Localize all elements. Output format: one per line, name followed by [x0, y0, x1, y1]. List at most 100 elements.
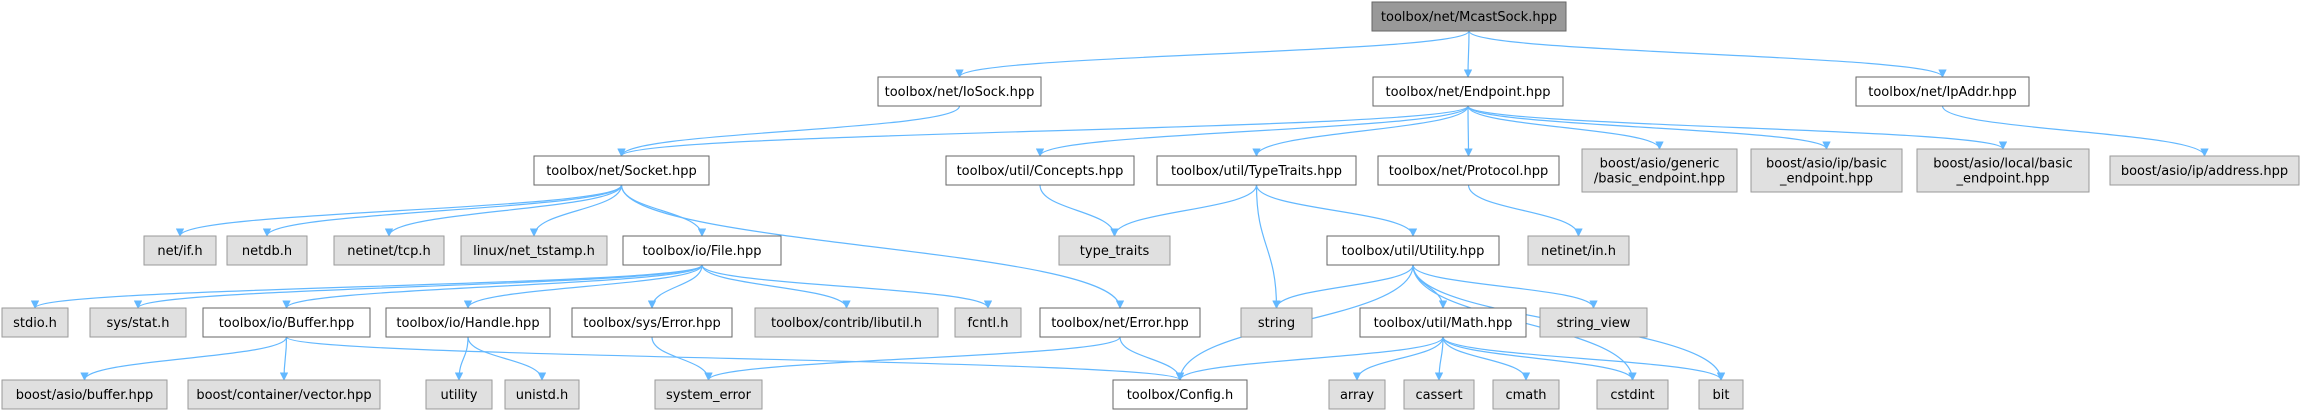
node-box	[945, 155, 1135, 186]
edge-mcast-to-endpoint	[1463, 30, 1473, 78]
edge-socket-to-file	[620, 184, 707, 237]
node-label: string_view	[1557, 316, 1631, 331]
node-box	[877, 76, 1042, 107]
node-label: toolbox/net/Endpoint.hpp	[1386, 85, 1551, 100]
node-box	[1, 379, 168, 410]
node-file[interactable]: toolbox/io/File.hpp	[622, 235, 782, 266]
node-label: toolbox/net/Protocol.hpp	[1389, 164, 1548, 179]
node-label: toolbox/io/File.hpp	[642, 244, 761, 259]
node-label: linux/net_tstamp.h	[473, 244, 595, 259]
node-label: toolbox/util/TypeTraits.hpp	[1171, 164, 1342, 179]
edge-file-to-syserror	[647, 264, 703, 309]
edge-endpoint-to-typetraits_hpp	[1252, 105, 1469, 157]
node-box	[226, 235, 308, 266]
node-label: boost/asio/ip/basic	[1766, 157, 1887, 172]
edge-math-to-bit	[1442, 336, 1726, 381]
node-syserror[interactable]: toolbox/sys/Error.hpp	[571, 307, 733, 338]
node-label: toolbox/net/IpAddr.hpp	[1868, 85, 2017, 100]
node-box	[622, 235, 782, 266]
edge-math-to-cassert	[1434, 336, 1444, 381]
node-socket[interactable]: toolbox/net/Socket.hpp	[533, 155, 710, 186]
node-box	[1, 307, 69, 338]
node-label: toolbox/net/Socket.hpp	[546, 164, 697, 179]
node-concepts[interactable]: toolbox/util/Concepts.hpp	[945, 155, 1135, 186]
node-box	[654, 379, 763, 410]
node-label: net/if.h	[157, 244, 202, 259]
node-box	[1403, 379, 1475, 410]
node-box	[1058, 235, 1171, 266]
nodes-layer: toolbox/net/McastSock.hpp toolbox/net/IoS…	[1, 1, 2300, 410]
edge-file-to-handle	[463, 264, 703, 309]
node-local-ep: boost/asio/local/basic_endpoint.hpp	[1916, 148, 2090, 193]
node-netif: net/if.h	[143, 235, 217, 266]
node-box	[1916, 148, 2090, 193]
edge-math-to-config	[1175, 336, 1444, 381]
node-box	[1240, 307, 1313, 338]
node-box	[425, 379, 493, 410]
node-sysstat: sys/stat.h	[89, 307, 187, 338]
node-mcast[interactable]: toolbox/net/McastSock.hpp	[1371, 1, 1567, 32]
node-box	[89, 307, 187, 338]
edge-neterror-to-system_error	[704, 336, 1121, 381]
node-label: toolbox/util/Utility.hpp	[1342, 244, 1485, 259]
node-asiobuffer: boost/asio/buffer.hpp	[1, 379, 168, 410]
node-endpoint[interactable]: toolbox/net/Endpoint.hpp	[1372, 76, 1564, 107]
node-generic-ep: boost/asio/generic/basic_endpoint.hpp	[1581, 148, 1738, 193]
node-box	[1527, 235, 1630, 266]
node-box	[385, 307, 551, 338]
edge-handle-to-unistd	[467, 336, 547, 381]
node-label: netinet/tcp.h	[347, 244, 431, 259]
edges-layer	[31, 30, 2209, 381]
node-vector: boost/container/vector.hpp	[187, 379, 381, 410]
edge-file-to-stdio	[31, 264, 703, 309]
node-ipaddr[interactable]: toolbox/net/IpAddr.hpp	[1855, 76, 2030, 107]
edge-file-to-fcntl	[701, 264, 993, 309]
node-label: array	[1340, 388, 1374, 403]
node-iosock[interactable]: toolbox/net/IoSock.hpp	[877, 76, 1042, 107]
node-box	[1698, 379, 1744, 410]
edge-protocol-to-netin	[1467, 184, 1583, 237]
edge-utility_hpp-to-string	[1272, 264, 1414, 309]
node-label: unistd.h	[516, 388, 569, 403]
node-label: boost/asio/ip/address.hpp	[2121, 164, 2288, 179]
node-buffer[interactable]: toolbox/io/Buffer.hpp	[202, 307, 371, 338]
node-box	[1371, 1, 1567, 32]
node-unistd: unistd.h	[504, 379, 580, 410]
edge-socket-to-neterror	[620, 184, 1125, 309]
edge-typetraits_hpp-to-type_traits	[1110, 184, 1258, 237]
edge-endpoint-to-local_ep	[1467, 105, 2008, 150]
node-neterror[interactable]: toolbox/net/Error.hpp	[1039, 307, 1201, 338]
edge-iosock-to-socket	[617, 105, 961, 157]
node-utility-hpp[interactable]: toolbox/util/Utility.hpp	[1326, 235, 1500, 266]
node-config[interactable]: toolbox/Config.h	[1112, 379, 1248, 410]
node-netdb: netdb.h	[226, 235, 308, 266]
node-label: string	[1258, 316, 1295, 331]
node-box	[143, 235, 217, 266]
node-box	[1326, 235, 1500, 266]
edge-endpoint-to-socket	[617, 105, 1469, 157]
node-math[interactable]: toolbox/util/Math.hpp	[1359, 307, 1527, 338]
edge-endpoint-to-protocol	[1464, 105, 1473, 157]
node-cstdint: cstdint	[1596, 379, 1669, 410]
node-type-traits: type_traits	[1058, 235, 1171, 266]
node-label: fcntl.h	[967, 316, 1008, 331]
edge-file-to-sysstat	[133, 264, 703, 309]
node-label: toolbox/contrib/libutil.h	[771, 316, 922, 331]
edge-endpoint-to-generic_ep	[1467, 105, 1664, 150]
node-protocol[interactable]: toolbox/net/Protocol.hpp	[1377, 155, 1560, 186]
node-handle[interactable]: toolbox/io/Handle.hpp	[385, 307, 551, 338]
node-typetraits-hpp[interactable]: toolbox/util/TypeTraits.hpp	[1156, 155, 1357, 186]
node-box	[1750, 148, 1903, 193]
node-box	[504, 379, 580, 410]
node-tcp: netinet/tcp.h	[333, 235, 445, 266]
node-cmath: cmath	[1492, 379, 1560, 410]
node-label: boost/container/vector.hpp	[196, 388, 371, 403]
edge-handle-to-utility	[454, 336, 469, 381]
edge-mcast-to-ipaddr	[1468, 30, 1947, 78]
node-box	[1039, 307, 1201, 338]
node-box	[754, 307, 939, 338]
edge-math-to-cstdint	[1442, 336, 1637, 381]
node-system-error: system_error	[654, 379, 763, 410]
node-box	[1372, 76, 1564, 107]
